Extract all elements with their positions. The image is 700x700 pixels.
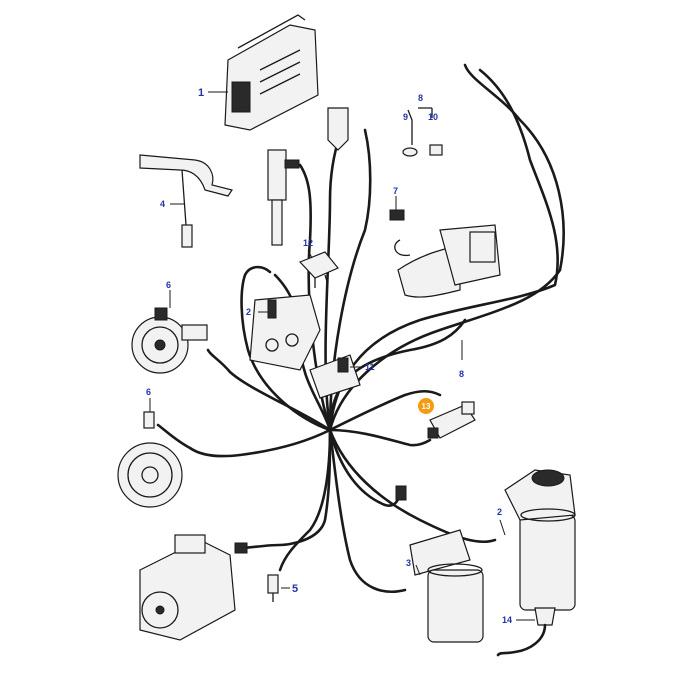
speed-sensor [267,574,279,602]
callout-2-filter: 2 [497,507,502,517]
callout-9: 9 [403,112,408,122]
fuel-injector [267,149,300,246]
pressure-sensor [309,354,361,399]
glow-plug-relay [298,251,339,288]
camshaft-gear [131,307,208,374]
harness-connector-mid [395,485,407,501]
callout-5: 5 [292,583,298,595]
callout-6-gear: 6 [166,280,171,290]
callout-10: 10 [428,112,438,122]
crankshaft-position-sensor [427,401,476,439]
sensor-clips [402,107,443,157]
fuel-filter-front [409,529,484,643]
callout-6-flywheel: 6 [146,387,151,397]
callout-7: 7 [393,186,398,196]
callout-14: 14 [502,615,512,625]
callout-3: 3 [406,558,411,568]
callouts: 1 2 2 3 4 5 6 6 7 8 8 9 10 11 12 13 14 [146,87,512,625]
callout-8-harness: 8 [459,369,464,379]
intake-manifold [249,294,321,371]
fuel-filter-rear [504,469,576,611]
callout-1: 1 [198,87,204,99]
leader-lines [149,91,535,621]
flywheel [117,411,183,508]
coolant-temperature-sensor [139,154,233,248]
callout-4: 4 [160,199,165,209]
callout-2-manifold: 2 [246,307,251,317]
callout-11: 11 [365,362,375,372]
callout-13-badge [418,398,434,414]
wiring-harness [156,63,565,593]
harness-connector-top [327,107,349,151]
water-in-fuel-sensor [496,607,556,657]
egr-valve [389,209,501,298]
callout-13: 13 [422,402,431,411]
injection-pump [139,534,248,641]
callout-12: 12 [303,238,313,248]
callout-8-top: 8 [418,93,423,103]
ecu-module [224,14,319,131]
